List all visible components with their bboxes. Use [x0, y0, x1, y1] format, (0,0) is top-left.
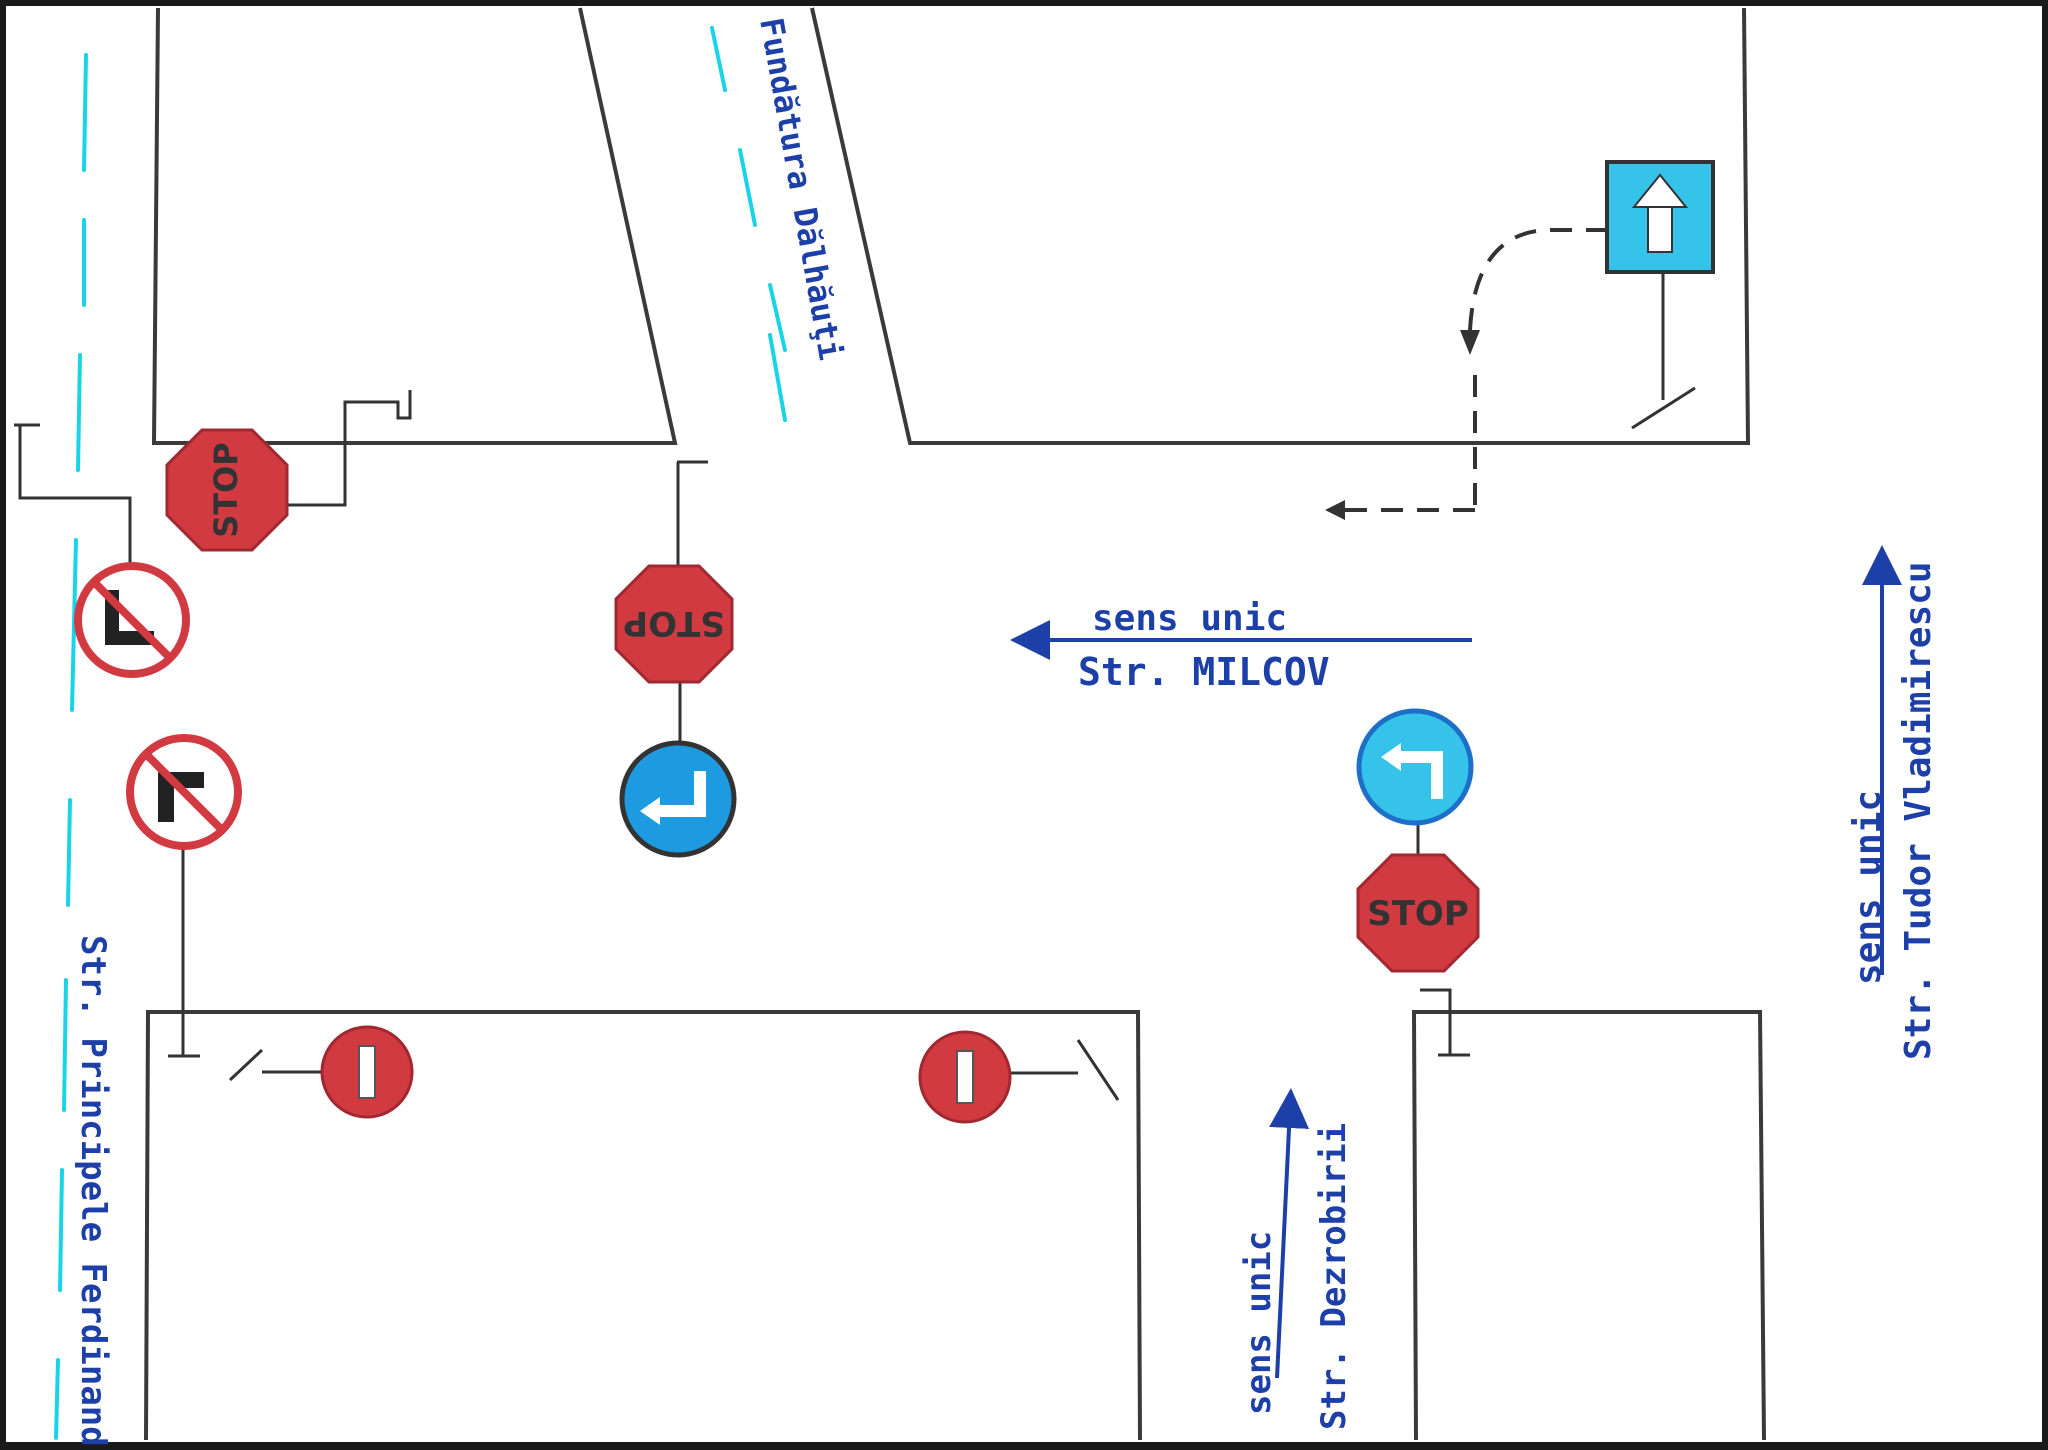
- street-label-dezrobirii: Str. Dezrobirii: [1314, 1123, 1354, 1430]
- street-label-principele: Str. Principele Ferdinand: [73, 935, 113, 1447]
- stop-sign-icon: STOP: [614, 564, 734, 684]
- turn-path-arrowhead-left: [1325, 500, 1345, 520]
- lane-markings-fundatura: [710, 26, 787, 422]
- no-left-turn-icon: [74, 562, 190, 678]
- road-edges: [144, 7, 1766, 1441]
- no-entry-icon: [320, 1025, 414, 1119]
- street-label-tudor: Str. Tudor Vladimirescu: [1898, 562, 1939, 1061]
- milcov-one-way-label: sens unic: [1092, 598, 1287, 639]
- turn-path: [1345, 228, 1608, 512]
- lane-markings-principele: [54, 53, 88, 1440]
- stop-label-1: STOP: [207, 442, 245, 538]
- mandatory-turn-left-icon: [1356, 708, 1474, 826]
- one-way-road-icon: [1605, 160, 1715, 274]
- dezrobirii-one-way-label: sens unic: [1239, 1231, 1279, 1415]
- tudor-one-way-label: sens unic: [1848, 790, 1889, 985]
- no-entry-icon: [918, 1030, 1012, 1124]
- block-top-right: [810, 7, 1751, 445]
- stop-sign-icon: STOP: [165, 428, 289, 552]
- stop-label-2: STOP: [623, 603, 725, 643]
- mandatory-turn-left-icon: [619, 740, 737, 858]
- street-label-milcov: Str. MILCOV: [1078, 650, 1330, 694]
- block-bottom-left: [144, 1010, 1142, 1441]
- stop-sign-icon: STOP: [1356, 853, 1480, 973]
- turn-path-arrowhead-down: [1460, 330, 1480, 355]
- block-bottom-right: [1411, 1010, 1766, 1441]
- stop-label-3: STOP: [1367, 894, 1469, 934]
- paper-sheet: [6, 6, 2042, 1442]
- block-top-left: [151, 7, 678, 445]
- dezrobirii-direction-arrow: [1269, 1088, 1310, 1379]
- no-right-turn-icon: [126, 734, 242, 850]
